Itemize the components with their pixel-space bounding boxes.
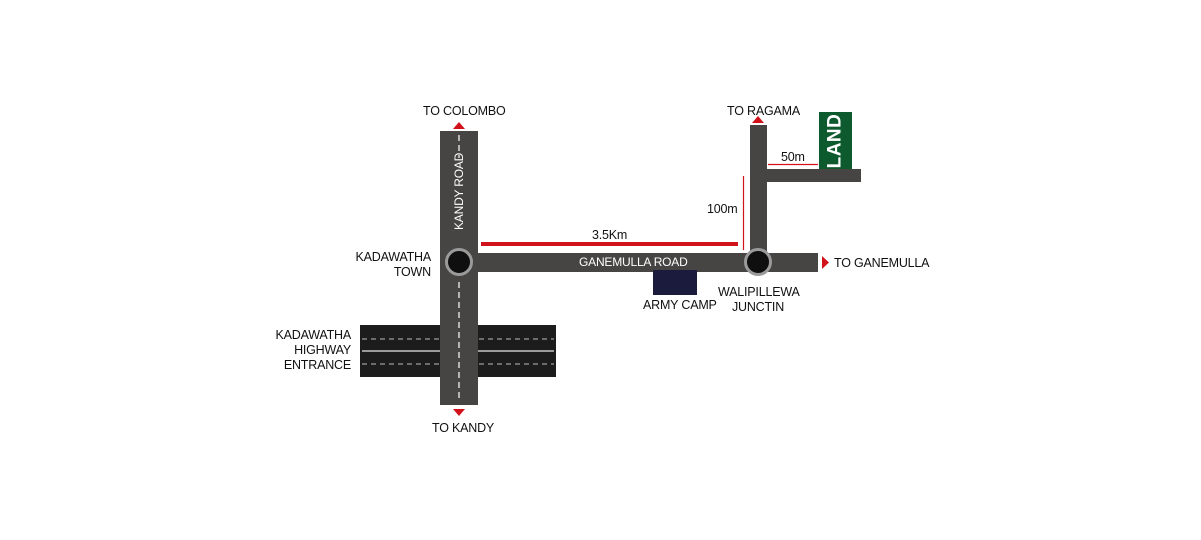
kandy-road-label: KANDY ROAD xyxy=(452,152,466,230)
ganemulla-road xyxy=(460,253,818,272)
to-colombo-label: TO COLOMBO xyxy=(423,104,506,118)
to-ragama-label: TO RAGAMA xyxy=(727,104,800,118)
arrow-up-colombo xyxy=(453,122,465,129)
distance-50m-label: 50m xyxy=(781,150,805,164)
army-camp-label: ARMY CAMP xyxy=(643,298,717,312)
land-marker: LAND xyxy=(819,112,852,169)
distance-100m-label: 100m xyxy=(707,202,738,216)
land-label: LAND xyxy=(824,113,846,168)
distance-3-5km-label: 3.5Km xyxy=(592,228,628,242)
to-ganemulla-label: TO GANEMULLA xyxy=(834,256,930,270)
to-kandy-label: TO KANDY xyxy=(432,421,495,435)
arrow-down-kandy xyxy=(453,409,465,416)
kadawatha-town-label: KADAWATHA TOWN xyxy=(355,250,431,279)
walipillewa-junction xyxy=(744,248,772,276)
highway-entrance-label: KADAWATHA HIGHWAY ENTRANCE xyxy=(275,328,351,372)
ganemulla-road-label: GANEMULLA ROAD xyxy=(579,255,688,269)
land-side-road xyxy=(758,169,861,182)
army-camp-marker xyxy=(653,270,697,295)
arrow-up-ragama xyxy=(752,116,764,123)
ragama-road xyxy=(750,125,767,265)
walipillewa-junction-label: WALIPILLEWA JUNCTIN xyxy=(718,285,800,314)
arrow-right-ganemulla xyxy=(822,256,829,269)
kadawatha-junction xyxy=(445,248,473,276)
